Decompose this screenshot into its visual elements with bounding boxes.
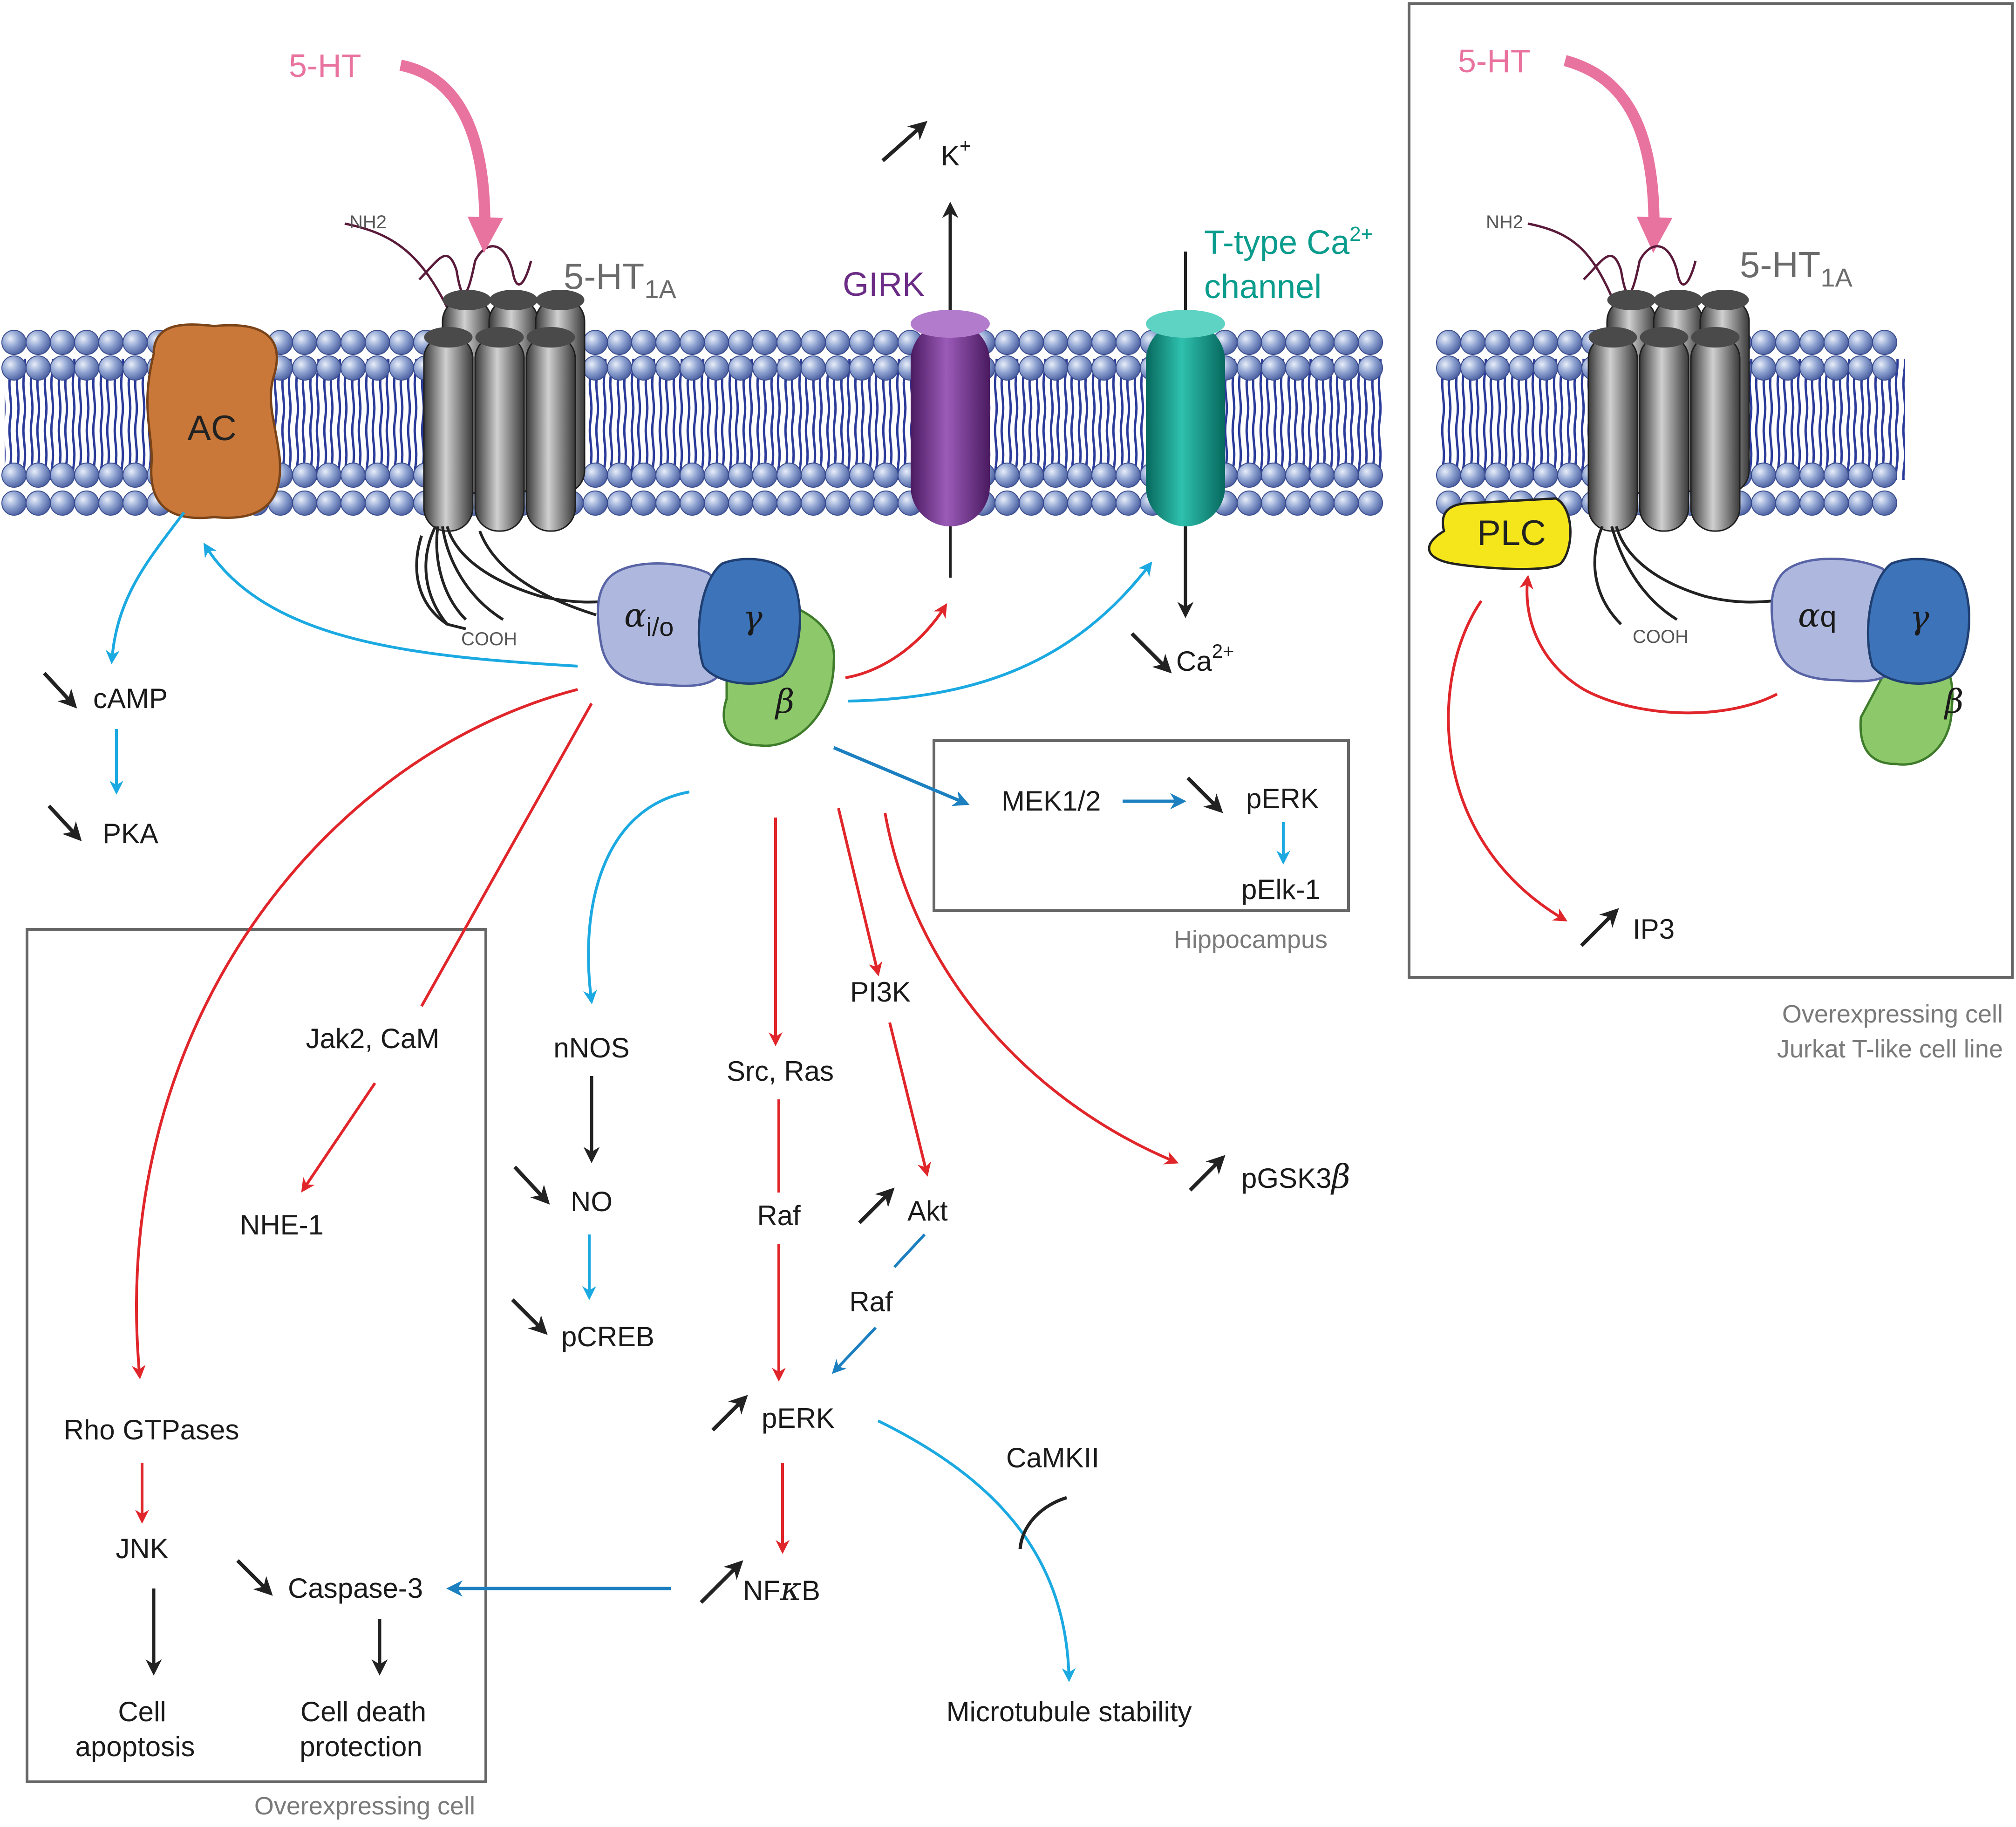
pelk1: pElk-1: [1241, 874, 1321, 905]
cooh-left: COOH: [461, 629, 517, 649]
no: NO: [571, 1186, 613, 1217]
arrow-jak2-nhe1: [301, 1082, 376, 1193]
nfkb: NFκB: [743, 1570, 820, 1608]
arrow-ac-camp: [105, 511, 185, 664]
arrow-plc-ip3: [1447, 600, 1568, 922]
right-caption-2: Jurkat T-like cell line: [1777, 1035, 2003, 1063]
camp: cAMP: [93, 683, 168, 714]
arrow-g-girk: [845, 603, 947, 679]
g-alpha-left: αi/o: [624, 596, 674, 641]
arrow-pi3k-akt: [888, 1022, 931, 1177]
cooh-right: COOH: [1633, 627, 1689, 647]
apoptosis-1: Cell: [118, 1696, 166, 1727]
right-caption-1: Overexpressing cell: [1782, 1000, 2003, 1028]
perk-main: pERK: [762, 1403, 835, 1434]
ligand-5ht-right: 5-HT: [1458, 43, 1531, 79]
rho-gtpases: Rho GTPases: [64, 1414, 239, 1445]
g-beta-left: β: [774, 682, 794, 721]
g-protein-right: αq γ β: [1770, 558, 1970, 766]
plc-label: PLC: [1477, 513, 1546, 553]
camkii-inhibit: [1018, 1496, 1068, 1549]
receptor-right-label: 5-HT1A: [1740, 244, 1853, 292]
nh2-right: NH2: [1486, 212, 1523, 232]
arrow-g-mek: [833, 746, 970, 806]
arrow-g-pi3k: [837, 808, 882, 976]
g-beta-right: β: [1943, 682, 1963, 721]
arrow-g-nnos: [583, 791, 690, 1004]
g-gamma-right: γ: [1910, 599, 1929, 637]
pcreb: pCREB: [561, 1321, 654, 1352]
ligand-arrow-right: [1563, 55, 1673, 253]
arrow-gq-plc: [1519, 575, 1778, 715]
arrow-g-ttype: [847, 561, 1152, 702]
ac-label: AC: [187, 409, 237, 448]
g-gamma-left: γ: [743, 599, 763, 637]
akt: Akt: [907, 1195, 948, 1227]
camkii: CaMKII: [1006, 1442, 1099, 1473]
protection-2: protection: [300, 1731, 422, 1762]
raf-1: Raf: [757, 1200, 801, 1231]
t-type-ca-channel: T-type Ca2+ channel Ca2+: [1131, 223, 1373, 677]
arrow-raf2-perk: [831, 1326, 877, 1374]
girk-channel: GIRK K+: [843, 121, 990, 578]
hippocampus-box: [933, 739, 1350, 912]
ligand-arrow-left: [399, 60, 504, 253]
perk-hippo: pERK: [1246, 783, 1319, 814]
ip3: IP3: [1633, 914, 1675, 945]
ligand-5ht-left: 5-HT: [289, 48, 361, 84]
adenylyl-cyclase: AC: [146, 323, 281, 519]
pi3k: PI3K: [850, 976, 911, 1008]
g-alpha-right: αq: [1798, 596, 1837, 634]
right-panel-box: [1408, 2, 2014, 979]
jak2-cam: Jak2, CaM: [306, 1023, 440, 1054]
arrow-g-pgsk: [884, 812, 1179, 1165]
caspase3: Caspase-3: [288, 1573, 423, 1604]
ttype-line2: channel: [1204, 268, 1321, 306]
pka: PKA: [102, 818, 158, 849]
mek12: MEK1/2: [1001, 785, 1101, 817]
raf-2: Raf: [849, 1286, 893, 1317]
girk-label: GIRK: [843, 266, 925, 303]
left-caption: Overexpressing cell: [254, 1792, 475, 1820]
protection-1: Cell death: [300, 1696, 426, 1727]
apoptosis-2: apoptosis: [75, 1731, 195, 1762]
nhe1: NHE-1: [240, 1209, 324, 1241]
g-protein-left: αi/o γ β: [596, 558, 835, 747]
jnk: JNK: [116, 1533, 168, 1564]
arrow-g-jak2: [420, 702, 593, 1007]
receptor-left-label: 5-HT1A: [564, 256, 676, 304]
arrow-perk-microtubule: [877, 1419, 1076, 1682]
ca-ion: Ca2+: [1176, 640, 1234, 677]
left-panel-box: [26, 928, 487, 1783]
nnos: nNOS: [553, 1032, 629, 1063]
pgsk3b: pGSK3β: [1241, 1158, 1350, 1196]
ttype-line1: T-type Ca2+: [1204, 223, 1373, 261]
hippocampus-caption: Hippocampus: [1174, 926, 1328, 954]
arrow-g-ac: [203, 542, 578, 668]
k-ion: K+: [941, 135, 971, 171]
src-ras: Src, Ras: [727, 1056, 834, 1087]
receptor-5ht1a-right: NH2 COOH 5-HT1A: [1486, 212, 1853, 647]
nh2-left: NH2: [349, 212, 387, 232]
arrow-g-rho: [131, 688, 578, 1379]
plc: PLC: [1428, 497, 1572, 571]
microtubule-stability: Microtubule stability: [947, 1696, 1192, 1727]
